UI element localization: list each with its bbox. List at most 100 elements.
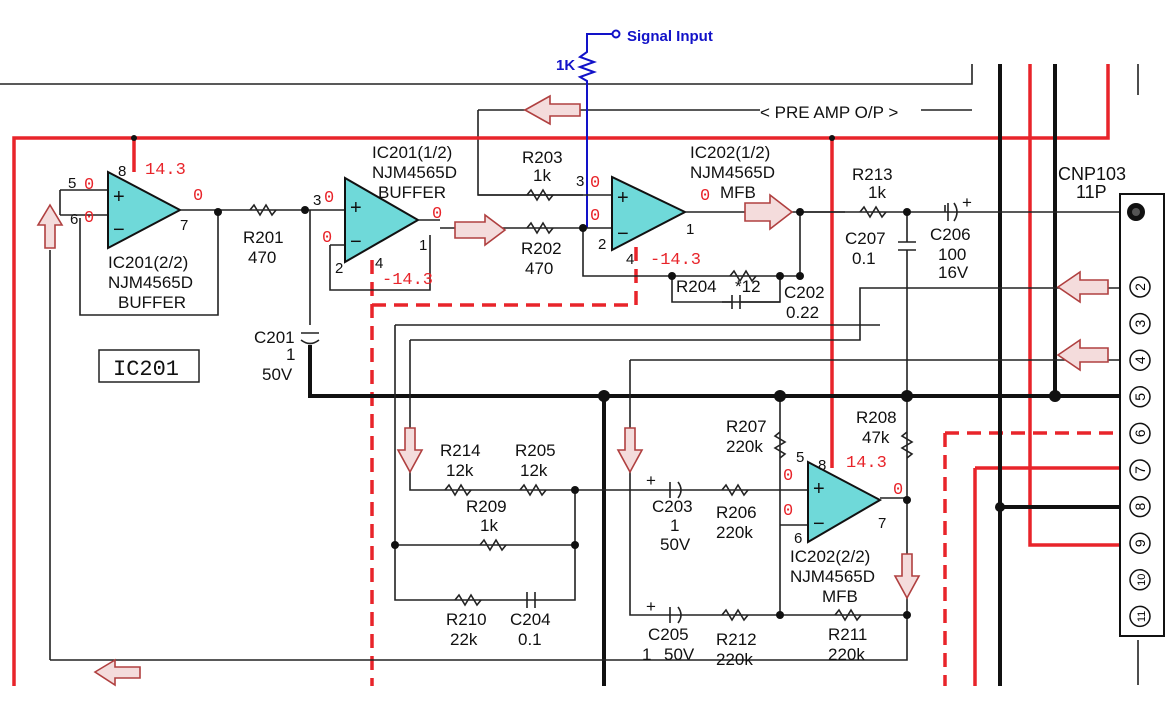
ic201a-name: IC201(1/2) <box>372 143 452 162</box>
c205-val: 1 <box>642 645 651 664</box>
svg-text:+: + <box>113 186 125 208</box>
ic201a-pin-gnd: 4 <box>375 255 383 272</box>
r205-val: 12k <box>520 461 548 480</box>
connector-pin-number: 2 <box>1132 283 1148 291</box>
connector-cnp103 <box>1119 193 1165 637</box>
c205-symbol <box>669 606 682 624</box>
c203-plus: + <box>646 471 656 490</box>
connector-pin-number: 6 <box>1132 429 1148 437</box>
connector-pin <box>1129 349 1151 371</box>
r203-val: 1k <box>533 166 551 185</box>
r210-ref: R210 <box>446 610 487 629</box>
r209-ref: R209 <box>466 497 507 516</box>
ic201b-pin-pwr: 8 <box>118 163 126 180</box>
r214-val: 12k <box>446 461 474 480</box>
preamp-output-label: < PRE AMP O/P > <box>760 103 898 122</box>
svg-text:−: − <box>617 223 629 245</box>
connector-pin-number: 9 <box>1132 539 1148 547</box>
ic202b-opamp: + − <box>807 460 883 544</box>
r206-symbol <box>721 483 749 497</box>
c201-symbol <box>300 332 320 345</box>
r208-ref: R208 <box>856 408 897 427</box>
flow-arrows <box>36 94 1109 687</box>
arrow-left-icon <box>93 658 141 687</box>
c204-ref: C204 <box>510 610 551 629</box>
ic202a-part: NJM4565D <box>690 163 775 182</box>
ic201a-opamp: + − <box>305 176 440 325</box>
svg-text:+: + <box>617 187 629 209</box>
r213-symbol <box>859 205 887 219</box>
lower-network-wires <box>49 250 1120 661</box>
r214-symbol <box>444 483 472 497</box>
ic201b-part: NJM4565D <box>108 273 193 292</box>
ic201b-v-minus: 0 <box>84 209 94 228</box>
ic201b-role: BUFFER <box>118 293 186 312</box>
c203-ref: C203 <box>652 497 693 516</box>
ic201a-supply: -14.3 <box>382 271 433 290</box>
c207-ref: C207 <box>845 229 886 248</box>
r209-val: 1k <box>480 516 498 535</box>
c206-volt: 16V <box>938 263 969 282</box>
connector-pin <box>1129 532 1151 554</box>
arrow-left-icon <box>1056 270 1109 304</box>
r210-val: 22k <box>450 630 478 649</box>
r204-symbol <box>729 269 757 283</box>
r203-ref: R203 <box>522 148 563 167</box>
ic201b-pin-plus: 5 <box>68 175 76 192</box>
r212-symbol <box>721 608 749 622</box>
arrow-down-icon <box>893 553 921 600</box>
arrow-down-icon <box>616 427 644 474</box>
connector-pin-number: 5 <box>1132 393 1148 401</box>
supply-lines <box>12 64 1120 686</box>
ic202b-pin-plus: 5 <box>796 449 804 466</box>
svg-text:−: − <box>113 219 125 241</box>
signal-input-branch <box>577 29 621 228</box>
svg-text:+: + <box>350 197 362 219</box>
ic201-box-label: IC201 <box>113 357 179 382</box>
ic201b-supply: 14.3 <box>145 161 186 180</box>
c202-ref: C202 <box>784 283 825 302</box>
c201-ref: C201 <box>254 328 295 347</box>
ic202b-v-minus: 0 <box>783 502 793 521</box>
connector-pin <box>1129 459 1151 481</box>
r206-ref: R206 <box>716 503 757 522</box>
ic201a-pin-minus: 2 <box>335 260 343 277</box>
r204-val: *12 <box>735 277 761 296</box>
c206-symbol <box>947 202 958 222</box>
r214-ref: R214 <box>440 441 481 460</box>
arrow-up-icon <box>36 203 64 249</box>
c201-val: 1 <box>286 345 295 364</box>
ic201a-role: BUFFER <box>378 183 446 202</box>
c203-val: 1 <box>670 516 679 535</box>
r202-symbol <box>526 221 554 235</box>
ic202b-pin-minus: 6 <box>794 530 802 547</box>
c207-val: 0.1 <box>852 249 876 268</box>
c205-ref: C205 <box>648 625 689 644</box>
ic202b-pin-pwr: 8 <box>818 457 826 474</box>
ic202a-v-out: 0 <box>700 187 710 206</box>
r213-val: 1k <box>868 183 886 202</box>
ic201b-opamp: + − <box>59 170 305 316</box>
junction-dots <box>131 135 1061 619</box>
svg-text:−: − <box>350 231 362 253</box>
r208-symbol <box>900 431 914 459</box>
r203-symbol <box>526 188 554 202</box>
signal-input-label: Signal Input <box>627 28 713 45</box>
r211-val: 220k <box>828 645 865 664</box>
connector-pin <box>1129 569 1151 591</box>
c202-val: 0.22 <box>786 303 819 322</box>
ic202b-part: NJM4565D <box>790 567 875 586</box>
c207-symbol <box>898 212 916 396</box>
ic201a-v-plus: 0 <box>324 189 334 208</box>
ic201a-part: NJM4565D <box>372 163 457 182</box>
ic201a-pin-plus: 3 <box>313 192 321 209</box>
connector-pin <box>1129 495 1151 518</box>
r207-ref: R207 <box>726 417 767 436</box>
r205-ref: R205 <box>515 441 556 460</box>
r201-ref: R201 <box>243 228 284 247</box>
ic202b-v-out: 0 <box>893 481 903 500</box>
ic202b-pin-out: 7 <box>878 515 886 532</box>
connector-pin-number: 11 <box>1136 611 1148 622</box>
ic202b-name: IC202(2/2) <box>790 547 870 566</box>
